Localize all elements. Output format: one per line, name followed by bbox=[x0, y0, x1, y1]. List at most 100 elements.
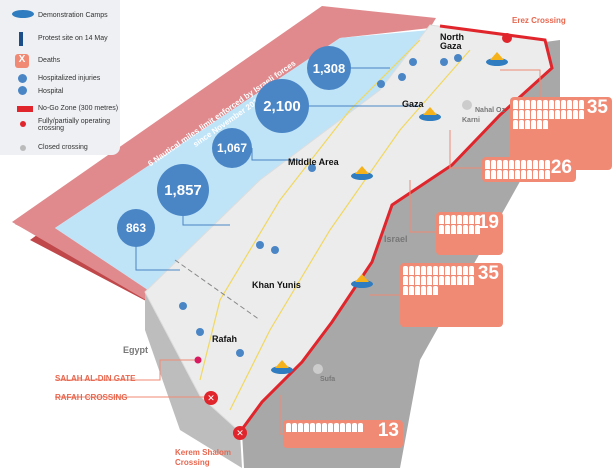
person-icon bbox=[509, 160, 514, 169]
person-icon bbox=[457, 266, 462, 275]
deaths-value: 19 bbox=[477, 212, 499, 233]
deaths-value: 35 bbox=[477, 263, 499, 284]
person-icon bbox=[519, 110, 524, 119]
governorate-border bbox=[174, 259, 261, 321]
salah-al-din-gate-label: SALAH AL-DIN GATE bbox=[55, 374, 136, 383]
deaths-rafah: 13 bbox=[283, 420, 403, 448]
person-icon bbox=[545, 160, 550, 169]
injuries-middle-area: 1,067 bbox=[212, 128, 252, 168]
injuries-north-gaza: 1,308 bbox=[307, 46, 351, 90]
person-icon bbox=[433, 266, 438, 275]
person-icon bbox=[421, 286, 426, 295]
sufa-label: Sufa bbox=[320, 376, 336, 383]
person-icon bbox=[439, 276, 444, 285]
person-icon bbox=[463, 225, 468, 234]
region-khan-yunis: Khan Yunis bbox=[252, 280, 301, 290]
person-icon bbox=[543, 110, 548, 119]
person-icon bbox=[509, 170, 514, 179]
person-icon bbox=[475, 225, 480, 234]
person-icon bbox=[549, 100, 554, 109]
deaths-value: 26 bbox=[550, 157, 572, 178]
road bbox=[229, 49, 471, 411]
person-icon bbox=[579, 100, 584, 109]
person-icon bbox=[427, 276, 432, 285]
region-middle-area: Middle Area bbox=[288, 157, 339, 167]
person-icon bbox=[316, 423, 321, 432]
person-icon bbox=[439, 215, 444, 224]
person-icon bbox=[415, 286, 420, 295]
person-icon bbox=[409, 276, 414, 285]
person-icon bbox=[421, 266, 426, 275]
person-icon bbox=[433, 286, 438, 295]
deaths-middle-area: 19 bbox=[436, 212, 503, 255]
person-icon bbox=[503, 160, 508, 169]
person-icon bbox=[537, 100, 542, 109]
legend-label: Deaths bbox=[38, 57, 61, 64]
person-icon bbox=[519, 100, 524, 109]
closed-crossing-icon[interactable] bbox=[313, 100, 472, 374]
rafah-crossing-label: RAFAH CROSSING bbox=[55, 393, 128, 402]
svg-text:✕: ✕ bbox=[236, 428, 244, 438]
protester-icon bbox=[19, 32, 23, 46]
person-icon bbox=[497, 170, 502, 179]
person-icon bbox=[561, 100, 566, 109]
person-icon bbox=[519, 120, 524, 129]
person-icon bbox=[469, 266, 474, 275]
person-icon bbox=[346, 423, 351, 432]
person-icon bbox=[328, 423, 333, 432]
person-icon bbox=[485, 170, 490, 179]
person-icon bbox=[403, 266, 408, 275]
person-icon bbox=[469, 225, 474, 234]
person-icon bbox=[513, 120, 518, 129]
person-icon bbox=[545, 170, 550, 179]
injuries-gaza: 2,100 bbox=[255, 79, 309, 133]
person-icon bbox=[322, 423, 327, 432]
person-icon bbox=[531, 110, 536, 119]
region-gaza: Gaza bbox=[402, 99, 424, 109]
person-icon bbox=[334, 423, 339, 432]
person-icon bbox=[340, 423, 345, 432]
person-icon bbox=[463, 215, 468, 224]
person-icon bbox=[457, 215, 462, 224]
person-icon bbox=[304, 423, 309, 432]
person-icon bbox=[457, 276, 462, 285]
person-icon bbox=[533, 160, 538, 169]
karni-label: Karni bbox=[462, 117, 480, 124]
person-icon bbox=[352, 423, 357, 432]
person-icon bbox=[531, 120, 536, 129]
person-icon bbox=[503, 170, 508, 179]
person-icon bbox=[469, 276, 474, 285]
person-icon bbox=[567, 110, 572, 119]
country-israel: Israel bbox=[384, 234, 408, 244]
operating-crossing-icon[interactable]: ✕ bbox=[204, 391, 218, 405]
person-icon bbox=[292, 423, 297, 432]
person-icon bbox=[527, 160, 532, 169]
deaths-icon: X bbox=[15, 54, 29, 68]
deaths-gaza: 26 bbox=[482, 157, 576, 182]
person-icon bbox=[445, 276, 450, 285]
operating-crossing-icon bbox=[20, 121, 26, 127]
hospital-icons bbox=[179, 54, 462, 357]
injuries-rafah: 863 bbox=[117, 209, 155, 247]
operating-crossing-icon[interactable]: ✕ bbox=[233, 426, 247, 440]
person-icon bbox=[451, 276, 456, 285]
hospital-icon bbox=[18, 86, 27, 95]
salah-al-din-gate-marker[interactable] bbox=[194, 356, 202, 364]
region-rafah: Rafah bbox=[212, 334, 238, 344]
legend-label: Closed crossing bbox=[38, 144, 88, 151]
no-go-zone-icon bbox=[17, 106, 33, 112]
person-icon bbox=[485, 160, 490, 169]
person-icon bbox=[409, 286, 414, 295]
person-icon bbox=[543, 100, 548, 109]
person-icon bbox=[403, 286, 408, 295]
person-icon bbox=[409, 266, 414, 275]
operating-crossing-icon[interactable] bbox=[502, 33, 512, 43]
person-icon bbox=[555, 100, 560, 109]
road bbox=[199, 39, 421, 381]
person-icon bbox=[415, 276, 420, 285]
person-icon bbox=[521, 170, 526, 179]
leader-lines bbox=[135, 67, 420, 271]
nahal-oz-label: Nahal Oz bbox=[475, 107, 505, 114]
person-icon bbox=[427, 286, 432, 295]
person-icon bbox=[543, 120, 548, 129]
